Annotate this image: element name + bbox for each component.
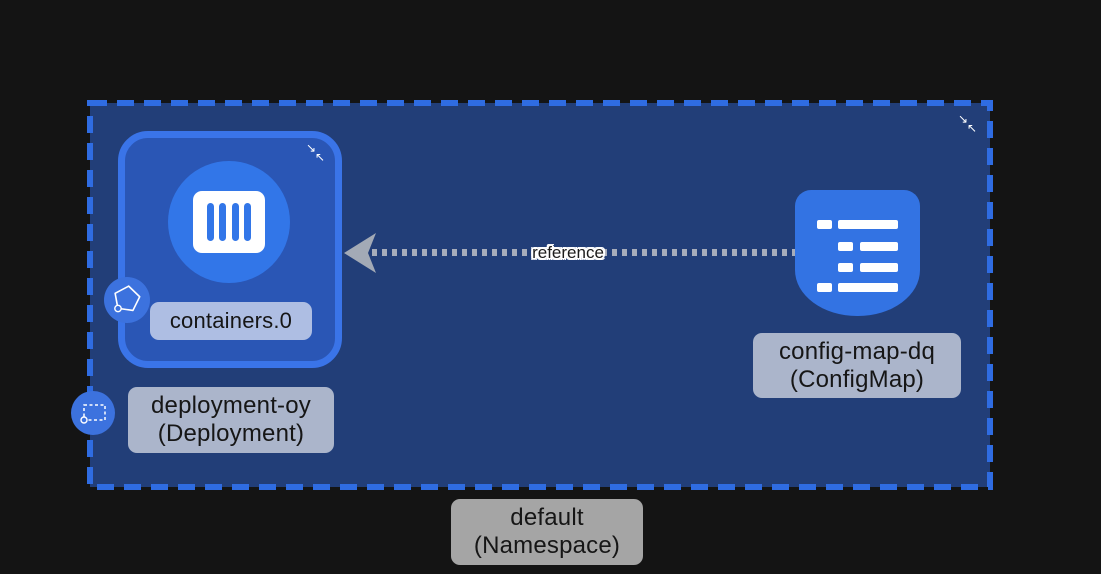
deployment-kind: (Deployment)	[157, 420, 305, 447]
dashed-box-icon	[80, 404, 106, 424]
deployment-label: deployment-oy (Deployment)	[128, 387, 334, 453]
collapse-arrow-down-right-icon: ↘	[958, 112, 969, 126]
edge-label: reference	[532, 243, 604, 262]
container-icon-bar	[231, 203, 239, 241]
configmap-node[interactable]	[795, 190, 920, 316]
replicaset-badge[interactable]	[71, 391, 115, 435]
configmap-list-icon	[860, 242, 898, 251]
pod-badge[interactable]	[104, 277, 150, 323]
deployment-name: deployment-oy	[150, 392, 312, 420]
collapse-arrow-up-left-icon: ↖	[967, 121, 978, 135]
namespace-kind: (Namespace)	[473, 532, 621, 559]
configmap-list-icon	[817, 220, 832, 229]
configmap-list-icon	[838, 220, 898, 229]
namespace-name: default	[510, 504, 584, 532]
pod-pentagon-icon	[114, 285, 141, 313]
configmap-label: config-map-dq (ConfigMap)	[753, 333, 961, 398]
configmap-list-icon	[860, 263, 898, 272]
reference-edge-line	[372, 249, 795, 256]
arrowhead-icon	[344, 233, 376, 273]
namespace-label: default (Namespace)	[451, 499, 643, 565]
container-icon-bar	[207, 203, 214, 241]
configmap-list-icon	[817, 283, 832, 292]
configmap-list-icon	[838, 242, 853, 251]
collapse-arrow-up-left-icon: ↖	[315, 150, 326, 164]
configmap-list-icon	[838, 263, 853, 272]
deployment-collapse-button[interactable]: ↘ ↖	[306, 142, 330, 166]
container-icon-bar	[219, 203, 227, 241]
container-icon-bar	[243, 203, 251, 241]
container-label: containers.0	[150, 302, 312, 340]
configmap-name: config-map-dq	[778, 337, 935, 365]
container-label-text: containers.0	[169, 308, 293, 334]
container-icon	[193, 191, 265, 253]
configmap-kind: (ConfigMap)	[789, 365, 925, 393]
collapse-arrow-down-right-icon: ↘	[306, 141, 317, 155]
namespace-collapse-button[interactable]: ↘ ↖	[958, 113, 982, 137]
configmap-list-icon	[838, 283, 898, 292]
